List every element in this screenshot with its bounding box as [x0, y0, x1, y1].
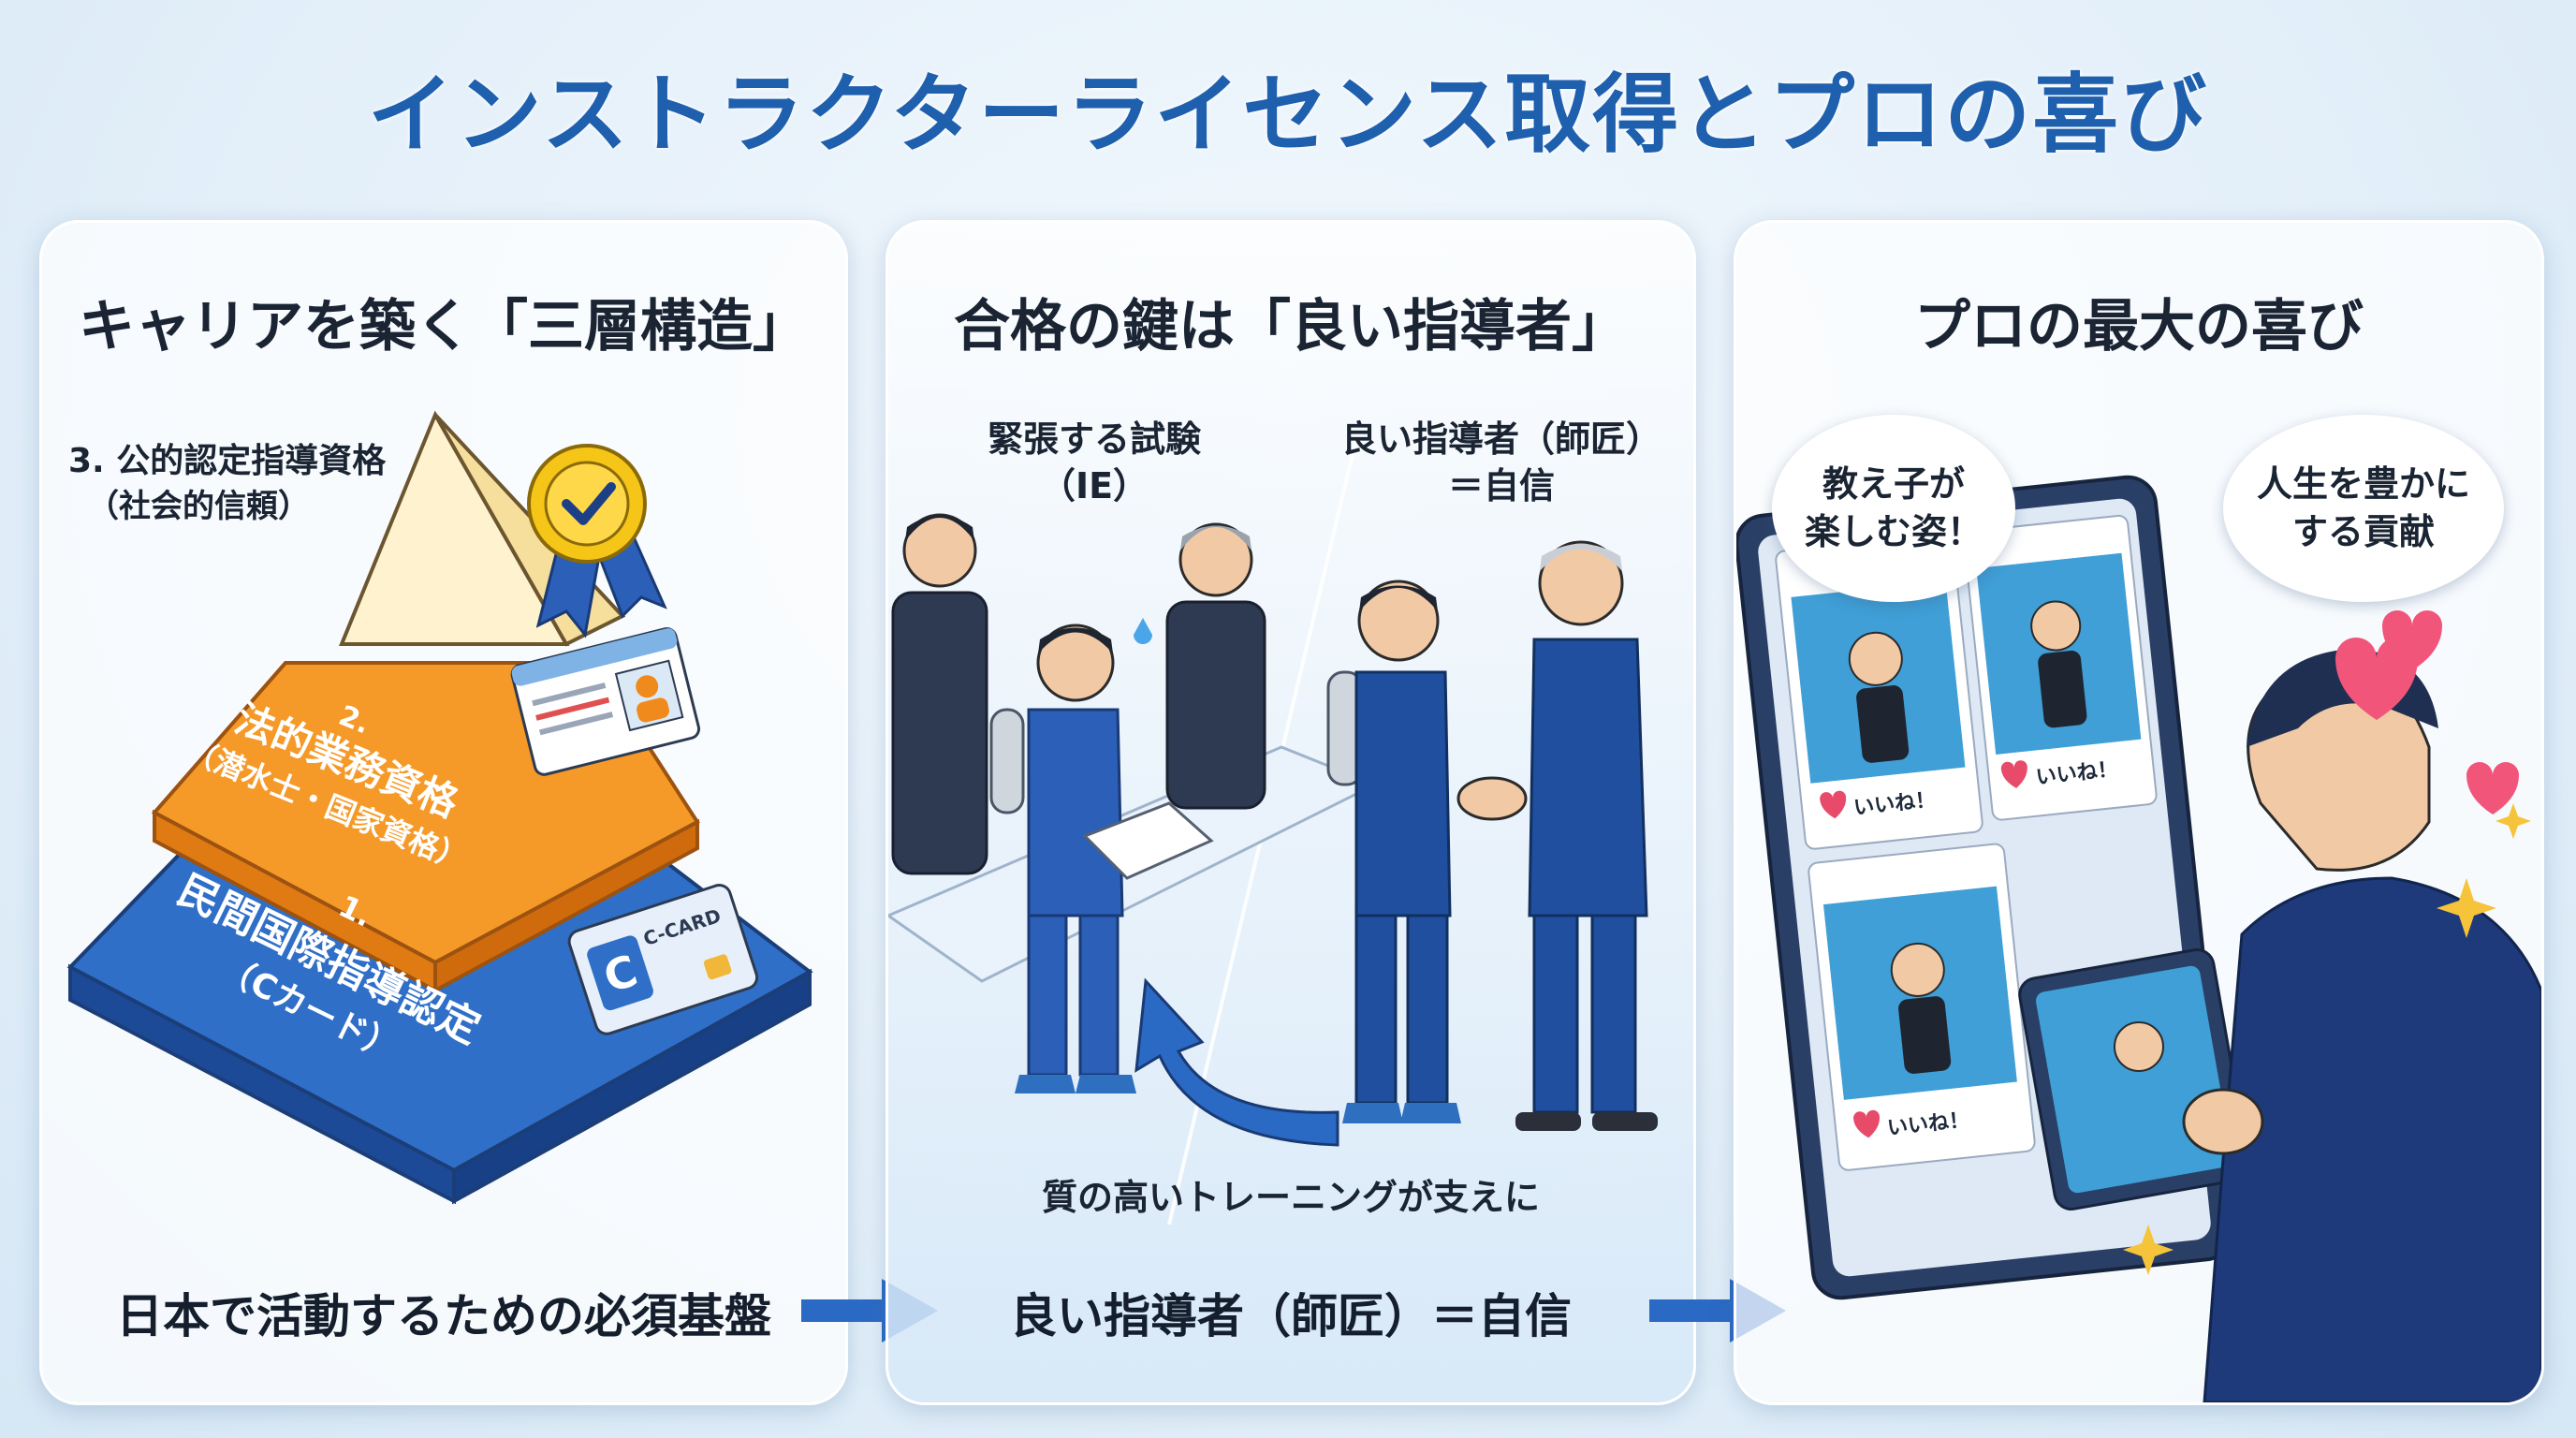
smiling-instructor-figure [2182, 649, 2541, 1402]
career-structure-panel: キャリアを築く「三層構造」 [39, 220, 848, 1405]
instructor-figure [1326, 580, 1461, 1123]
sparkle-icon-3 [2496, 803, 2531, 839]
panel-3-title: プロの最大の喜び [1914, 294, 2364, 360]
id-card-icon [510, 627, 701, 776]
exam-and-mentor-illustration [888, 437, 1658, 1225]
sparkle-icon-1 [2437, 878, 2496, 938]
examiner-figure-2 [1165, 522, 1266, 810]
support-arrow [1134, 977, 1339, 1147]
heart-icon-2 [2382, 610, 2442, 670]
tier-3-sub: （社会的信頼） [87, 488, 310, 525]
social-media-illustration: いいね！ いいね！ いいね！ [1736, 475, 2541, 1402]
support-caption: 質の高いトレーニングが支えに [1041, 1177, 1540, 1218]
speech-bubble-right: 人生を豊かに する貢献 [2223, 415, 2504, 602]
mentor-label: 良い指導者（師匠） [1340, 418, 1661, 460]
mentor-label-sub: ＝自信 [1447, 465, 1555, 506]
nervous-candidate-figure [989, 618, 1152, 1093]
pro-joy-panel: プロの最大の喜び いいね！ いいね！ [1734, 220, 2544, 1405]
handshake [1456, 776, 1528, 821]
social-post-2: いいね！ [1963, 514, 2158, 821]
panel-2-title: 合格の鍵は「良い指導者」 [954, 294, 1628, 360]
social-post-3: いいね！ [1808, 843, 2036, 1171]
good-mentor-panel: 合格の鍵は「良い指導者」 [886, 220, 1696, 1405]
tier-3-label: 3. 公的認定指導資格 [68, 442, 387, 480]
exam-paper [1082, 801, 1214, 880]
examiner-figure-1 [891, 513, 988, 875]
panel-1-title: キャリアを築く「三層構造」 [79, 294, 809, 360]
panel-2-bottom: 良い指導者（師匠）＝自信 [1010, 1289, 1572, 1343]
handheld-tablet [2018, 948, 2250, 1211]
c-card-icon: C C-CARD [567, 883, 759, 1035]
sparkle-icon-2 [2123, 1225, 2174, 1275]
pyramid-illustration: C C-CARD 2. 法的業務資格 （潜水士・国家資格） 1. 民間国際指導認… [66, 410, 813, 1205]
exam-label-sub: （IE） [1039, 465, 1149, 506]
mentor-figure [1515, 540, 1658, 1131]
heart-icon-3 [2466, 762, 2519, 814]
exam-label: 緊張する試験 [987, 418, 1201, 460]
speech-bubble-left: 教え子が 楽しむ姿！ [1772, 415, 2015, 602]
panel-1-bottom: 日本で活動するための必須基盤 [116, 1289, 771, 1343]
main-title: インストラクターライセンス取得とプロの喜び [367, 65, 2209, 165]
medal-icon [527, 444, 667, 638]
